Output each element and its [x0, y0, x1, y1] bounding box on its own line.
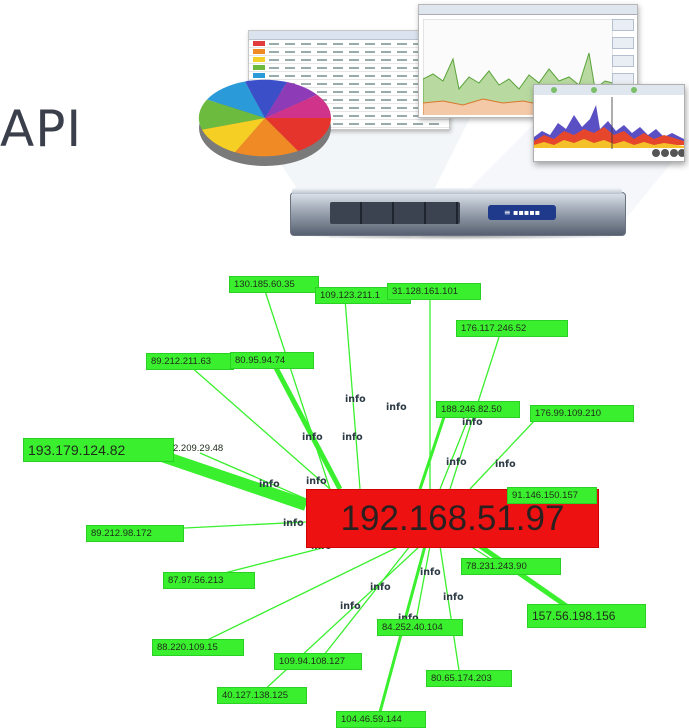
- edge-label: info: [342, 432, 363, 443]
- ip-node[interactable]: 130.185.60.35: [229, 276, 319, 293]
- ip-node[interactable]: 157.56.198.156: [527, 604, 646, 628]
- ip-node[interactable]: 104.46.59.144: [336, 711, 426, 728]
- ip-node[interactable]: 2.209.29.48: [173, 443, 224, 454]
- ip-node[interactable]: 87.97.56.213: [163, 572, 255, 589]
- ip-node[interactable]: 84.252.40.104: [377, 619, 463, 636]
- ip-node[interactable]: 176.99.109.210: [530, 405, 634, 422]
- edge-label: info: [386, 402, 407, 413]
- ip-node[interactable]: 40.127.138.125: [217, 687, 307, 704]
- ip-node[interactable]: 78.231.243.90: [461, 558, 561, 575]
- ip-node[interactable]: 80.65.174.203: [426, 670, 512, 687]
- ip-node[interactable]: 193.179.124.82: [23, 438, 174, 462]
- edge-label: info: [398, 613, 419, 624]
- edge-label: info: [306, 476, 327, 487]
- edge-label: info: [259, 479, 280, 490]
- traffic-waveform-screenshot: [533, 84, 685, 162]
- ip-node[interactable]: 109.94.108.127: [274, 653, 362, 670]
- ip-node[interactable]: 88.220.109.15: [152, 639, 244, 656]
- ip-node[interactable]: 31.128.161.101: [387, 283, 481, 300]
- hub-node[interactable]: 192.168.51.97: [306, 489, 599, 548]
- ip-node[interactable]: 89.212.211.63: [146, 353, 234, 370]
- appliance-server: ≡ ▪▪▪▪▪: [290, 188, 626, 240]
- edge-label: info: [370, 582, 391, 593]
- edge-label: info: [495, 459, 516, 470]
- page-heading: API: [0, 100, 83, 158]
- edge-label: info: [283, 518, 304, 529]
- ip-node[interactable]: 89.212.98.172: [86, 525, 184, 542]
- ip-node[interactable]: 188.246.82.50: [436, 401, 520, 418]
- ip-node[interactable]: 91.146.150.157: [507, 487, 597, 504]
- edge-label: info: [420, 567, 441, 578]
- ip-node[interactable]: 176.117.246.52: [456, 320, 568, 337]
- edge-label: info: [443, 592, 464, 603]
- edge-label: info: [302, 432, 323, 443]
- ip-node[interactable]: 80.95.94.74: [230, 352, 314, 369]
- edge-label: info: [340, 601, 361, 612]
- appliance-logo: ≡ ▪▪▪▪▪: [488, 205, 556, 220]
- edge-label: info: [462, 417, 483, 428]
- edge-label: info: [345, 394, 366, 405]
- edge-label: info: [446, 457, 467, 468]
- protocol-pie-chart: [198, 79, 331, 166]
